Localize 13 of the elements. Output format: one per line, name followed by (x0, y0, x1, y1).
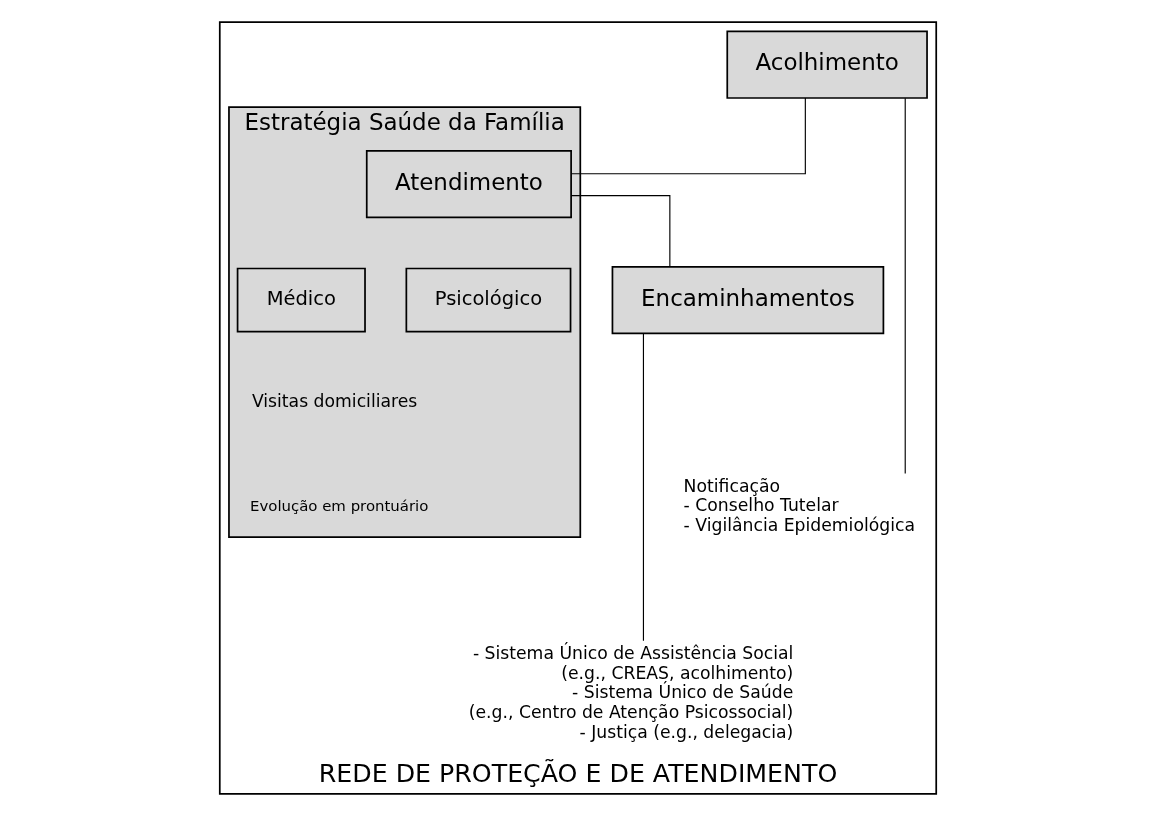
node-box: Atendimento (365, 149, 572, 219)
node-box: Encaminhamentos (611, 265, 884, 335)
node-box: Acolhimento (725, 30, 928, 99)
node-text: - Sistema Único de Assistência Social (e.g., CREAS, acolhimento) - Sistema Único de Saúde (e.g., Centro de Atenção Psicossocial) - Justiça (e.g., delegacia) (468, 643, 793, 742)
connector (570, 97, 806, 175)
node-text: Notificação - Conselho Tutelar - Vigilância Epidemiológica (683, 475, 915, 535)
connector (570, 195, 670, 268)
connector (904, 97, 906, 474)
node-box: Psicológico (405, 267, 571, 333)
label: Visitas domiciliares (251, 391, 417, 412)
label: Evolução em prontuário (249, 497, 428, 516)
node-box: Médico (236, 267, 366, 333)
connector (642, 333, 644, 642)
